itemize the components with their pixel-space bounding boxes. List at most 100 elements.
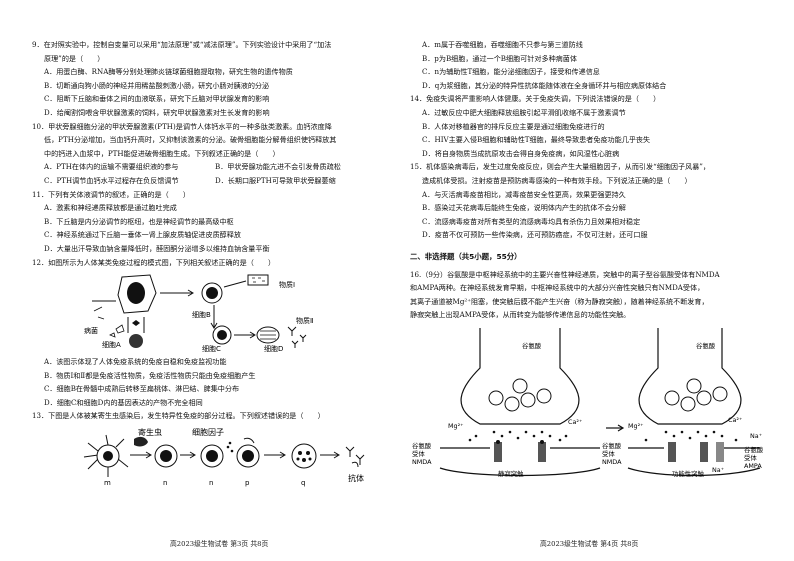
label-cell-b: 细胞B xyxy=(192,310,211,319)
q12-option-d: D．细胞C和细胞D内的基因表达的产物不完全相同 xyxy=(44,397,203,407)
page-4-column: A．m属于吞噬细胞，吞噬细胞不只参与第三道防线 B．p为B细胞，通过一个B细胞可… xyxy=(410,38,772,480)
label-rec2c: NMDA xyxy=(602,458,622,466)
cell-m-shape xyxy=(83,434,129,478)
label-pathogen: 病菌 xyxy=(84,326,98,335)
nmda-channel xyxy=(668,441,676,462)
antibody-icon xyxy=(345,446,355,458)
label-ca-1: Ca²⁺ xyxy=(568,418,582,426)
label-rec3c: AMPA xyxy=(744,462,762,470)
label-cell-d: 细胞D xyxy=(264,344,283,353)
q16-line-1: 16.（9分）谷氨酸是中枢神经系统中的主要兴奋性神经递质，突触中的离子型谷氨酸受… xyxy=(410,269,720,279)
q14-option-d: D．将自身物质当成抗原攻击会得自身免疫病，如风湿性心脏病 xyxy=(422,148,620,158)
label-cell-c: 细胞C xyxy=(202,344,221,353)
label-rec3a: 谷氨酸 xyxy=(744,445,764,454)
label-rec1c: NMDA xyxy=(412,458,432,466)
q15-option-c: C．流感病毒疫苗对所有类型的流感病毒均具有杀伤力且效果相对稳定 xyxy=(422,216,641,226)
q12-immune-diagram: 细胞B 物质Ⅰ 物质Ⅱ 细胞C 细胞D 细胞A 病菌 xyxy=(32,271,386,353)
label-na-2: Na⁺ xyxy=(712,466,724,474)
q10-option-a: A．PTH在体内的运输不需要组织液的参与 xyxy=(44,162,179,172)
label-functional: 功能性突触 xyxy=(672,469,705,478)
q12-stem: 12．如图所示为人体某类免疫过程的模式图，下列相关叙述正确的是（ ） xyxy=(32,257,276,267)
q9-option-c: C．阻断下丘脑和垂体之间的血液联系，研究下丘脑对甲状腺发育的影响 xyxy=(44,94,270,104)
ampa-channel xyxy=(716,441,724,462)
q13-stem: 13．下图是人体被某寄生虫感染后，发生特异性免疫的部分过程。下列叙述错误的是（ … xyxy=(32,411,325,421)
label-p: p xyxy=(245,479,250,487)
cell-q-shape xyxy=(291,443,317,469)
q15-stem-cont: 造成机体受损。注射疫苗是预防病毒感染的一种有效手段。下列说法正确的是（ ） xyxy=(422,175,692,185)
antigen-icon xyxy=(132,320,140,327)
antibody-icon xyxy=(355,454,365,466)
label-rec2b: 受体 xyxy=(602,449,615,458)
page-4-footer: 高2023级生物试卷 第4页 共8页 xyxy=(540,540,639,548)
q13-option-c: C．n为辅助性T细胞，能分泌细胞因子，接受和传递信息 xyxy=(422,67,600,77)
q13-option-d: D．q为浆细胞，其分泌的特异性抗体能随体液在全身循环并与相应病原体结合 xyxy=(422,80,667,90)
label-substance-i: 物质Ⅰ xyxy=(279,280,295,289)
q12-option-c: C．细胞B在骨髓中成熟后转移至扁桃体、淋巴结、脾集中分布 xyxy=(44,384,240,394)
label-na-1: Na⁺ xyxy=(750,432,762,440)
q13-option-b: B．p为B细胞，通过一个B细胞可针对多种病菌体 xyxy=(422,53,577,63)
q11-stem: 11．下列有关体液调节的叙述，正确的是（ ） xyxy=(32,189,190,199)
q14-option-c: C．HIV主要入侵B细胞和辅助性T细胞，最终导致患者免疫功能几乎丧失 xyxy=(422,135,651,145)
label-n1: n xyxy=(163,479,167,487)
label-cytokine: 细胞因子 xyxy=(192,427,224,437)
label-rec3b: 受体 xyxy=(744,453,757,462)
label-m: m xyxy=(104,479,111,487)
q10-option-c: C．PTH调节血钙水平过程存在负反馈调节 xyxy=(44,175,179,185)
q10-option-b: B．甲状旁腺功能亢进不会引发骨质疏松 xyxy=(215,162,341,172)
antibody-icon xyxy=(299,334,307,343)
q15-option-a: A．与灭活病毒疫苗相比，减毒疫苗安全性更高，效果更强更持久 xyxy=(422,189,626,199)
q16-line-4: 静寂突触上出现AMPA受体，从而转变为能够传递信息的功能性突触。 xyxy=(410,310,631,320)
cell-a-shape xyxy=(117,274,157,314)
q9-stem-cont: 原理”的是（ ） xyxy=(44,53,105,63)
label-glu-1: 谷氨酸 xyxy=(522,341,542,350)
label-cell-a: 细胞A xyxy=(102,340,121,349)
q13-option-a: A．m属于吞噬细胞，吞噬细胞不只参与第三道防线 xyxy=(422,40,583,49)
label-parasite: 寄生虫 xyxy=(138,427,162,437)
label-substance-ii: 物质Ⅱ xyxy=(296,316,313,325)
q16-line-2: 和AMPA两种。在神经系统发育早期，中枢神经系统中的大部分兴奋性突触只有NMDA… xyxy=(410,283,705,293)
q11-option-d: D．大量出汗导致血钠含量降低时，醛固酮分泌增多以维持血钠含量平衡 xyxy=(44,243,270,253)
label-silent: 静寂突触 xyxy=(498,469,524,478)
nmda-channel xyxy=(538,441,546,462)
pathogen-icon xyxy=(109,324,125,338)
nmda-channel xyxy=(700,441,708,462)
q9-option-a: A．用蛋白酶、RNA酶等分别处理肺炎链球菌细胞提取物，研究生物的遗传物质 xyxy=(44,67,293,77)
label-antibody: 抗体 xyxy=(348,473,364,483)
q15-stem: 15．机体感染病毒后，发生过度免疫反应，则会产生大量细胞因子，从而引发“细胞因子… xyxy=(410,162,711,172)
q9-option-d: D．给阉割饲喂含甲状腺激素的饲料，研究甲状腺激素对生长发育的影响 xyxy=(44,107,270,117)
label-ca-2: Ca²⁺ xyxy=(728,416,742,424)
q15-option-d: D．疫苗不仅可预防一些传染病，还可预防癌症，不仅可注射，还可口服 xyxy=(422,230,648,240)
nmda-channel xyxy=(494,441,502,462)
label-rec1a: 谷氨酸 xyxy=(412,441,432,450)
parasite-icon xyxy=(134,436,148,447)
q10-options-cd: C．PTH调节血钙水平过程存在负反馈调节 D．长期口服PTH可导致甲状旁腺萎缩 xyxy=(32,174,386,188)
q12-option-a: A．该图示体现了人体免疫系统的免疫自稳和免疫监视功能 xyxy=(44,357,227,367)
label-mg-2: Mg²⁺ xyxy=(628,422,644,430)
q11-option-a: A．激素和神经递质释放都是通过胞吐完成 xyxy=(44,203,177,213)
label-rec2a: 谷氨酸 xyxy=(602,441,622,450)
q16-synapse-diagram: 谷氨酸 Mg²⁺ Ca²⁺ 谷氨酸 受体 NMDA 静寂突触 xyxy=(410,327,772,478)
cell-b-nucleus xyxy=(206,287,218,300)
q14-stem: 14．免疫失调将严重影响人体健康。关于免疫失调，下列说法错误的是（ ） xyxy=(410,94,661,104)
q11-option-c: C．神经系统通过下丘脑一垂体一肾上腺皮质轴促进皮质醇释放 xyxy=(44,230,241,240)
q9-option-b: B．切断通向狗小肠的神经并用稀盐酸刺激小肠，研究小肠对胰液的分泌 xyxy=(44,80,270,90)
substance-i-box xyxy=(247,274,269,286)
q9-stem: 9．在对照实验中，控制自变量可以采用“加法原理”或“减法原理”。下列实验设计中采… xyxy=(32,40,332,49)
page-3-footer: 高2023级生物试卷 第3页 共8页 xyxy=(170,540,269,548)
q14-option-a: A．过敏反应中肥大细胞释放组胺引起平滑肌收缩不属于激素调节 xyxy=(422,107,626,117)
silent-synapse: 谷氨酸 Mg²⁺ Ca²⁺ 谷氨酸 受体 NMDA 静寂突触 xyxy=(412,327,601,478)
section-heading: 二、非选择题（共5小题，55分） xyxy=(410,251,522,261)
q13-parasite-diagram: 寄生虫 细胞因子 抗体 m n n p q xyxy=(32,425,386,489)
label-q: q xyxy=(301,479,305,487)
q15-option-b: B．感染过天花病毒后能终生免疫，说明体内产生的抗体不会分解 xyxy=(422,203,626,213)
q11-option-b: B．下丘脑是内分泌调节的枢纽，也是神经调节的最高级中枢 xyxy=(44,216,234,226)
label-rec1b: 受体 xyxy=(412,449,425,458)
presenting-cell xyxy=(129,334,143,349)
label-n2: n xyxy=(209,479,213,487)
label-mg-1: Mg²⁺ xyxy=(448,422,464,430)
q10-options-ab: A．PTH在体内的运输不需要组织液的参与 B．甲状旁腺功能亢进不会引发骨质疏松 xyxy=(32,160,386,174)
antibody-icon xyxy=(291,340,299,349)
page-3-column: 9．在对照实验中，控制自变量可以采用“加法原理”或“减法原理”。下列实验设计中采… xyxy=(32,38,386,491)
q12-option-b: B．物质Ⅰ和Ⅱ都是免疫活性物质，免疫活性物质只能由免疫细胞产生 xyxy=(44,370,256,380)
label-glu-2: 谷氨酸 xyxy=(696,341,716,350)
